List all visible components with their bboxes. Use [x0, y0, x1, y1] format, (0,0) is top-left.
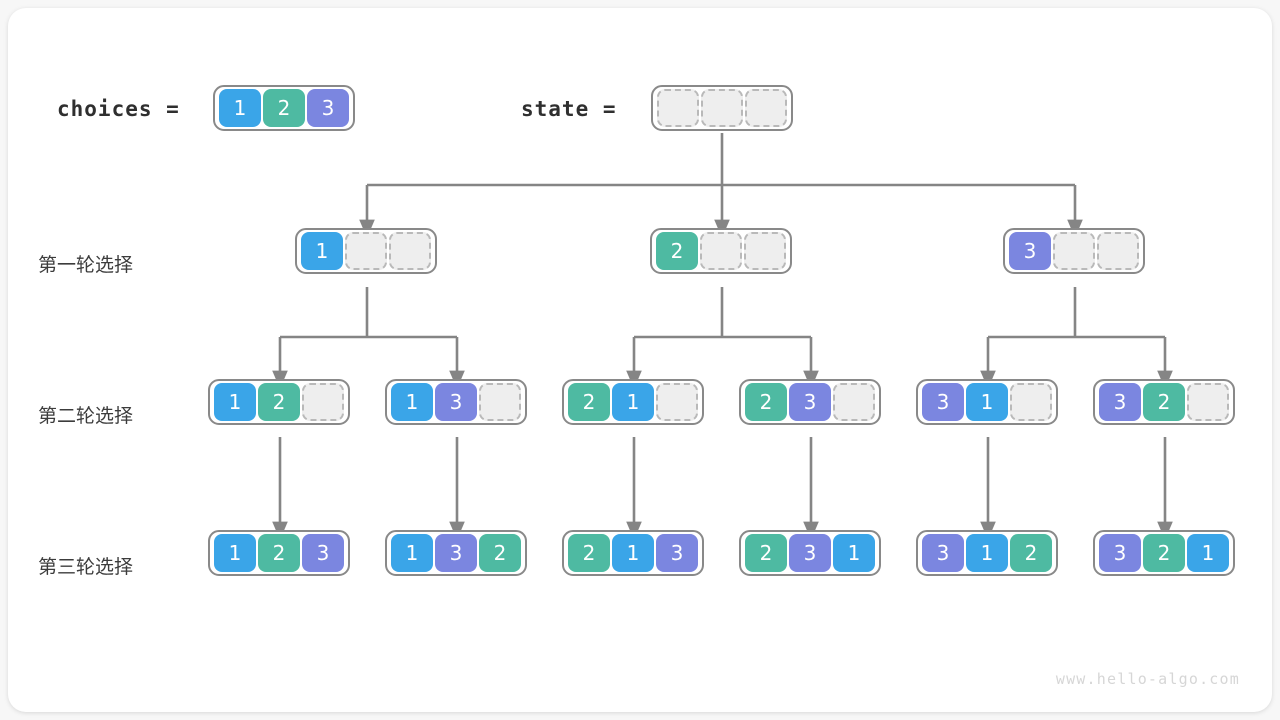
- r2-o6-cell-1: 3: [1099, 383, 1141, 421]
- r1-o2-cell-1: 2: [656, 232, 698, 270]
- r2-o1-cell-2: 2: [258, 383, 300, 421]
- choices-label: choices =: [57, 97, 180, 121]
- r1-o1-cell-2: [345, 232, 387, 270]
- row-label-round-2: 第二轮选择: [38, 405, 134, 427]
- row-label-round-1: 第一轮选择: [38, 254, 134, 276]
- r2-o4-cell-3: [833, 383, 875, 421]
- r2-o1-cell-3: [302, 383, 344, 421]
- choices-cell-3: 3: [307, 89, 349, 127]
- r2-o3-cell-2: 1: [612, 383, 654, 421]
- r3-o4-cell-3: 1: [833, 534, 875, 572]
- r2-o5-cell-2: 1: [966, 383, 1008, 421]
- row-label-round-3: 第三轮选择: [38, 556, 134, 578]
- state-label: state =: [521, 97, 617, 121]
- state-cell-1: [657, 89, 699, 127]
- r1-o1-cell-3: [389, 232, 431, 270]
- r3-o6-cell-1: 3: [1099, 534, 1141, 572]
- r1-o2-cell-3: [744, 232, 786, 270]
- r2-o6-cell-2: 2: [1143, 383, 1185, 421]
- r1-o1-cell-1: 1: [301, 232, 343, 270]
- state-array: [651, 85, 793, 131]
- r3-o6-cell-3: 1: [1187, 534, 1229, 572]
- r2-o1-cell-1: 1: [214, 383, 256, 421]
- state-array-round-1-option-2: 2: [650, 228, 792, 274]
- r1-o3-cell-3: [1097, 232, 1139, 270]
- r1-o3-cell-1: 3: [1009, 232, 1051, 270]
- r2-o5-cell-1: 3: [922, 383, 964, 421]
- r3-o2-cell-3: 2: [479, 534, 521, 572]
- state-array-round-1-option-3: 3: [1003, 228, 1145, 274]
- r3-o4-cell-2: 3: [789, 534, 831, 572]
- choices-cell-2: 2: [263, 89, 305, 127]
- r1-o2-cell-2: [700, 232, 742, 270]
- r2-o3-cell-3: [656, 383, 698, 421]
- r2-o2-cell-1: 1: [391, 383, 433, 421]
- r2-o2-cell-2: 3: [435, 383, 477, 421]
- r2-o3-cell-1: 2: [568, 383, 610, 421]
- r3-o2-cell-2: 3: [435, 534, 477, 572]
- r2-o2-cell-3: [479, 383, 521, 421]
- r3-o3-cell-2: 1: [612, 534, 654, 572]
- r3-o6-cell-2: 2: [1143, 534, 1185, 572]
- r3-o2-cell-1: 1: [391, 534, 433, 572]
- choices-cell-1: 1: [219, 89, 261, 127]
- state-array-round-1-option-1: 1: [295, 228, 437, 274]
- r2-o5-cell-3: [1010, 383, 1052, 421]
- r3-o1-cell-3: 3: [302, 534, 344, 572]
- r3-o3-cell-3: 3: [656, 534, 698, 572]
- r2-o6-cell-3: [1187, 383, 1229, 421]
- watermark: www.hello-algo.com: [1055, 670, 1240, 688]
- state-cell-2: [701, 89, 743, 127]
- r2-o4-cell-1: 2: [745, 383, 787, 421]
- r3-o3-cell-1: 2: [568, 534, 610, 572]
- r3-o5-cell-3: 2: [1010, 534, 1052, 572]
- r3-o5-cell-2: 1: [966, 534, 1008, 572]
- r2-o4-cell-2: 3: [789, 383, 831, 421]
- r1-o3-cell-2: [1053, 232, 1095, 270]
- state-cell-3: [745, 89, 787, 127]
- r3-o4-cell-1: 2: [745, 534, 787, 572]
- r3-o5-cell-1: 3: [922, 534, 964, 572]
- r3-o1-cell-2: 2: [258, 534, 300, 572]
- r3-o1-cell-1: 1: [214, 534, 256, 572]
